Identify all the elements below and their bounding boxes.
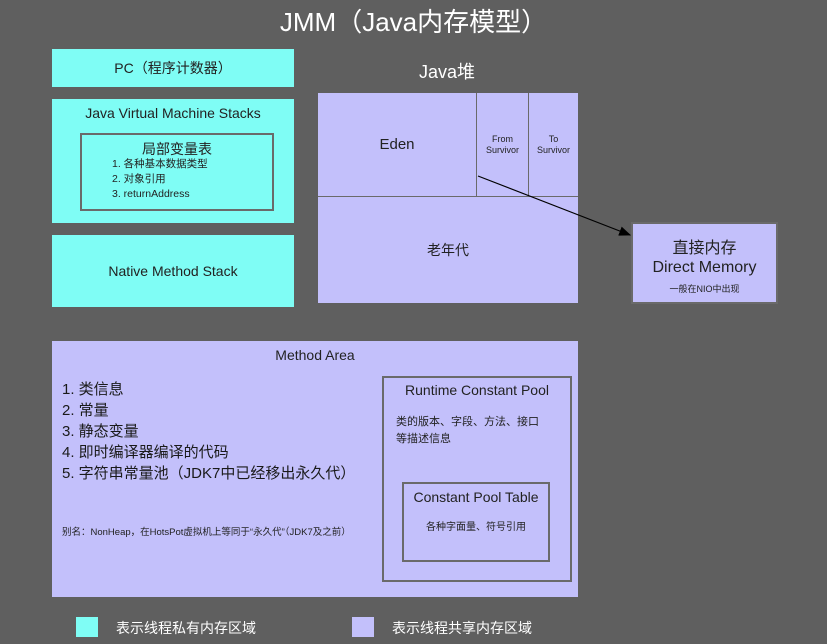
- from-survivor-label-line1: From: [492, 133, 513, 144]
- pc-register-box: PC（程序计数器）: [52, 49, 294, 87]
- runtime-constant-pool-desc-line2: 等描述信息: [396, 433, 451, 445]
- runtime-constant-pool-desc: 类的版本、字段、方法、接口 等描述信息: [396, 414, 539, 448]
- list-item: 3. 静态变量: [62, 423, 139, 440]
- diagram-title: JMM（Java内存模型）: [279, 7, 548, 37]
- to-survivor-region: To Survivor: [529, 93, 578, 197]
- eden-label: Eden: [379, 136, 415, 153]
- native-method-stack-label: Native Method Stack: [108, 263, 238, 279]
- jvm-stacks-label: Java Virtual Machine Stacks: [85, 105, 261, 121]
- legend-shared-swatch: [352, 617, 374, 637]
- list-item: 4. 即时编译器编译的代码: [62, 444, 229, 461]
- list-item: 1. 各种基本数据类型: [112, 158, 208, 170]
- direct-memory-title-cn: 直接内存: [672, 240, 737, 257]
- old-generation-region: 老年代: [318, 197, 578, 303]
- method-area-box: Method Area 1. 类信息 2. 常量 3. 静态变量 4. 即时编译…: [52, 341, 578, 597]
- to-survivor-label-line2: Survivor: [536, 144, 570, 155]
- jvm-stacks-box: Java Virtual Machine Stacks 局部变量表 1. 各种基…: [52, 99, 294, 223]
- runtime-constant-pool-desc-line1: 类的版本、字段、方法、接口: [396, 416, 539, 428]
- list-item: 2. 对象引用: [112, 173, 166, 185]
- list-item: 5. 字符串常量池（JDK7中已经移出永久代）: [62, 465, 356, 482]
- pc-register-label: PC（程序计数器）: [114, 60, 232, 76]
- local-variable-table-title: 局部变量表: [142, 141, 212, 157]
- list-item: 3. returnAddress: [112, 188, 190, 200]
- method-area-list: 1. 类信息 2. 常量 3. 静态变量 4. 即时编译器编译的代码 5. 字符…: [62, 379, 355, 484]
- java-heap-label: Java堆: [418, 62, 476, 82]
- local-variable-table-box: 局部变量表 1. 各种基本数据类型 2. 对象引用 3. returnAddre…: [80, 133, 274, 211]
- direct-memory-note: 一般在NIO中出现: [669, 284, 740, 294]
- legend-shared-label: 表示线程共享内存区域: [392, 620, 532, 636]
- to-survivor-label-line1: To: [548, 133, 559, 144]
- constant-pool-table-desc: 各种字面量、符号引用: [426, 522, 526, 533]
- list-item: 2. 常量: [62, 402, 109, 419]
- method-area-label: Method Area: [275, 347, 355, 363]
- constant-pool-table-title: Constant Pool Table: [413, 489, 539, 505]
- list-item: 1. 类信息: [62, 381, 124, 398]
- method-area-alias: 别名：NonHeap，在HotsPot虚拟机上等同于“永久代”（JDK7及之前）: [62, 527, 351, 538]
- from-survivor-region: From Survivor: [477, 93, 529, 197]
- runtime-constant-pool-title: Runtime Constant Pool: [405, 382, 549, 398]
- direct-memory-title-en: Direct Memory: [652, 259, 757, 276]
- local-variable-list: 1. 各种基本数据类型 2. 对象引用 3. returnAddress: [112, 157, 208, 202]
- legend-private-swatch: [76, 617, 98, 637]
- old-generation-label: 老年代: [427, 242, 469, 258]
- eden-region: Eden: [318, 93, 477, 197]
- runtime-constant-pool-box: Runtime Constant Pool 类的版本、字段、方法、接口 等描述信…: [382, 376, 572, 582]
- direct-memory-box: 直接内存 Direct Memory 一般在NIO中出现: [631, 222, 778, 304]
- native-method-stack-box: Native Method Stack: [52, 235, 294, 307]
- from-survivor-label-line2: Survivor: [485, 144, 519, 155]
- legend-private-label: 表示线程私有内存区域: [116, 620, 256, 636]
- constant-pool-table-box: Constant Pool Table 各种字面量、符号引用: [402, 482, 550, 562]
